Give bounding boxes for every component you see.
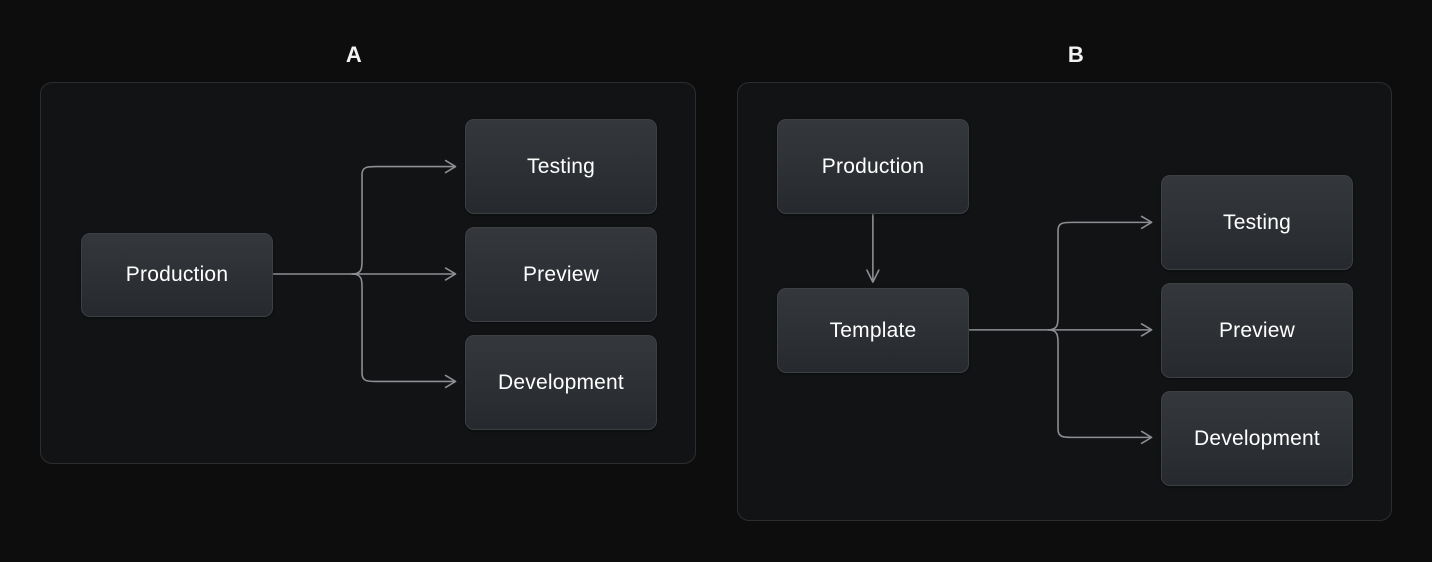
node-label: Development [498,370,624,394]
arrowhead-testing [444,159,457,174]
arrowhead-preview [444,267,457,281]
node-production[interactable]: Production [777,119,969,214]
arrowhead-development [1140,430,1153,445]
arrowhead-testing [1140,215,1153,230]
arrowhead-preview [1140,323,1153,337]
node-template[interactable]: Template [777,288,969,373]
edge-production-to-testing [351,165,455,275]
node-label: Production [821,154,925,178]
node-development[interactable]: Development [1161,391,1353,486]
node-preview[interactable]: Preview [465,227,657,322]
arrowhead-template [866,269,880,283]
node-production[interactable]: Production [81,233,273,317]
node-label: Production [125,263,229,286]
node-testing[interactable]: Testing [465,119,657,214]
arrowhead-development [444,374,457,389]
panel-a: Production Testing Preview Development [40,82,696,464]
node-preview[interactable]: Preview [1161,283,1353,378]
node-testing[interactable]: Testing [1161,175,1353,270]
edge-template-to-development [1047,329,1151,439]
edge-production-to-development [351,273,455,383]
panel-b: Production Template Testing Preview Deve… [737,82,1392,521]
node-label: Preview [522,262,600,286]
panel-b-title: B [1067,42,1085,67]
panel-a-title: A [345,42,363,67]
node-label: Template [829,318,917,342]
node-label: Preview [1218,318,1296,342]
node-label: Testing [1223,210,1291,234]
edge-template-to-testing [1047,221,1151,331]
node-label: Development [1194,426,1320,450]
node-development[interactable]: Development [465,335,657,430]
node-label: Testing [527,154,595,178]
